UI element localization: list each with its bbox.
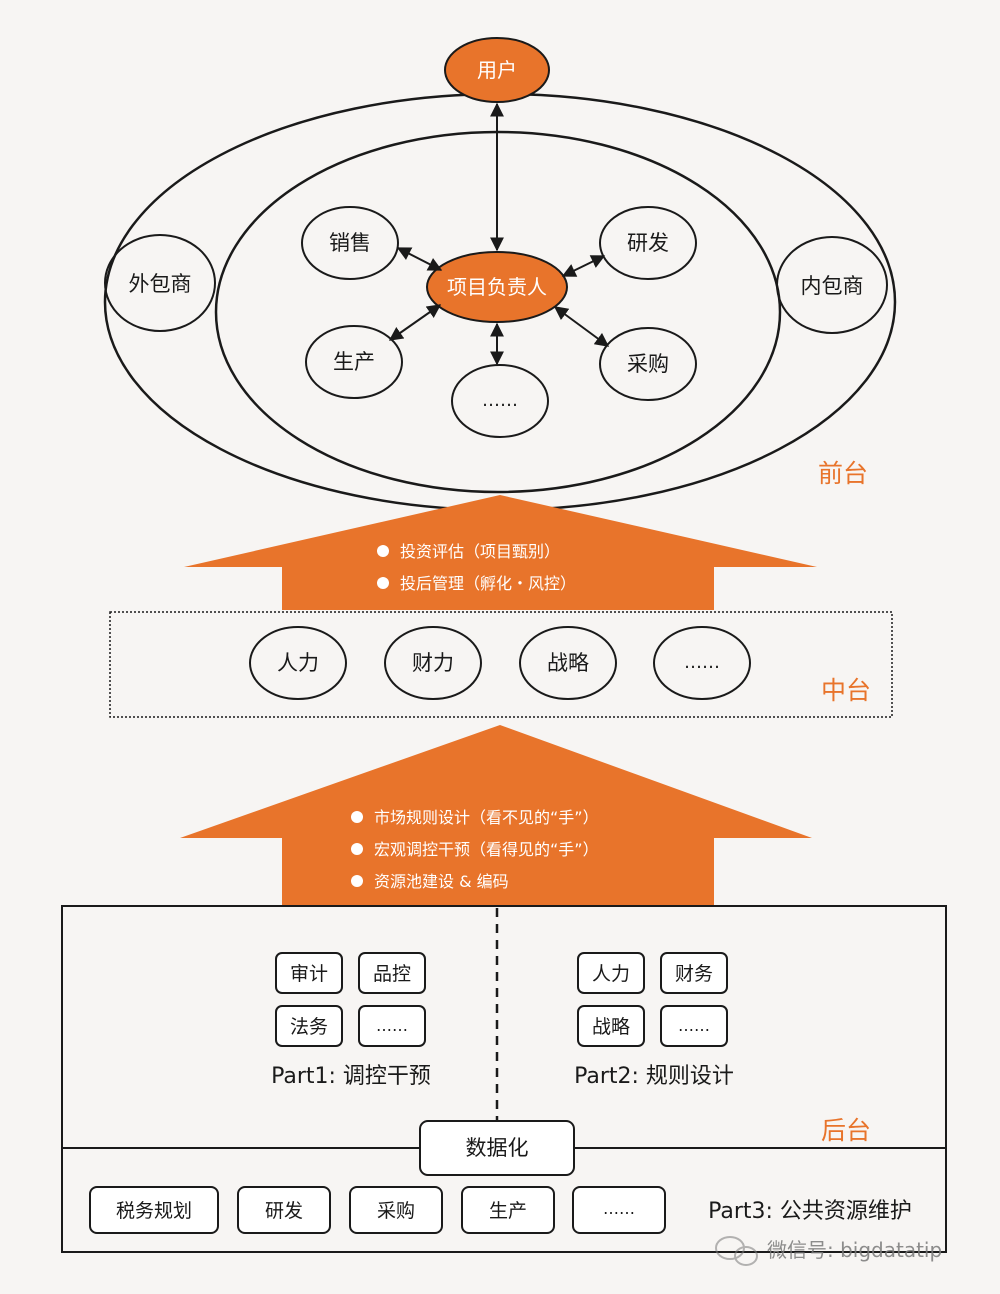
project-lead-node	[426, 251, 568, 323]
part3-box-4-label: 生产	[489, 1200, 527, 1222]
part3-box-3-label: 采购	[377, 1200, 415, 1222]
part1-box-3-label: 法务	[290, 1016, 328, 1038]
insourcer-node	[776, 236, 888, 334]
part3-box-1	[89, 1186, 219, 1234]
part2-box-1-label: 人力	[592, 963, 630, 985]
insourcer-label: 内包商	[801, 274, 864, 298]
part1-label: Part1: 调控干预	[271, 1064, 431, 1089]
part2-box-3-label: 战略	[592, 1016, 630, 1038]
middle-stage: 人力 财力 战略 …… 中台	[109, 611, 893, 718]
sales-node	[301, 206, 399, 280]
production-node	[305, 325, 403, 399]
bullet-dot	[351, 843, 363, 855]
wechat-icon	[715, 1236, 758, 1266]
watermark: 微信号: bigdatatip	[715, 1236, 942, 1266]
middle-stage-box	[109, 611, 893, 718]
middle-item-4	[653, 626, 751, 700]
part3-box-2-label: 研发	[265, 1200, 303, 1222]
part3-box-3	[349, 1186, 443, 1234]
bullet-dot	[351, 875, 363, 887]
user-node	[444, 37, 550, 103]
back-stage-label: 后台	[821, 1116, 871, 1145]
part1-box-2-label: 品控	[373, 963, 411, 985]
upper-bullet-1: 投资评估（项目甄别）	[400, 542, 560, 561]
rd-node	[599, 206, 697, 280]
lower-bullet-2: 宏观调控干预（看得见的“手”）	[374, 840, 599, 859]
front-stage-label: 前台	[818, 459, 868, 488]
middle-item-3-label: 战略	[547, 651, 589, 675]
upper-arrow: 投资评估（项目甄别） 投后管理（孵化・风控）	[184, 495, 817, 610]
production-label: 生产	[333, 350, 375, 374]
bullet-dot	[351, 811, 363, 823]
part1-box-2	[358, 952, 426, 994]
project-lead-label: 项目负责人	[447, 275, 547, 299]
front-stage: 用户 项目负责人 外包商 内包商 销售 研发 生产 采购 …… 前台	[103, 37, 897, 512]
part2-box-1	[577, 952, 645, 994]
sales-label: 销售	[329, 231, 371, 255]
part2-box-2	[660, 952, 728, 994]
rd-label: 研发	[627, 231, 669, 255]
digitization-label: 数据化	[466, 1136, 529, 1160]
middle-item-2-label: 财力	[412, 651, 454, 675]
upper-arrow-shape	[184, 495, 817, 610]
part1-box-1	[275, 952, 343, 994]
part3-box-5-label: ……	[603, 1199, 635, 1218]
middle-item-1-label: 人力	[277, 651, 319, 675]
bullet-dot	[377, 577, 389, 589]
more-label: ……	[482, 390, 518, 411]
part1-box-3	[275, 1005, 343, 1047]
part2-box-2-label: 财务	[675, 963, 713, 985]
purchase-node	[599, 327, 697, 401]
lower-bullet-1: 市场规则设计（看不见的“手”）	[374, 808, 599, 827]
middle-item-1	[249, 626, 347, 700]
arrow-lead-rd	[561, 255, 606, 277]
back-stage: 审计 品控 法务 …… Part1: 调控干预 人力 财务 战略 …… Part…	[61, 905, 947, 1253]
part1-box-1-label: 审计	[290, 963, 328, 985]
upper-bullet-2: 投后管理（孵化・风控）	[400, 574, 576, 593]
part2-box-3	[577, 1005, 645, 1047]
middle-item-2	[384, 626, 482, 700]
back-stage-box	[61, 905, 947, 1253]
part2-box-4-label: ……	[678, 1016, 710, 1035]
watermark-text: 微信号: bigdatatip	[767, 1238, 942, 1262]
arrow-lead-purchase	[553, 306, 610, 347]
part2-box-4	[660, 1005, 728, 1047]
user-label: 用户	[477, 58, 517, 82]
part3-box-5	[572, 1186, 666, 1234]
middle-item-3	[519, 626, 617, 700]
middle-item-4-label: ……	[684, 652, 720, 673]
part1-box-4	[358, 1005, 426, 1047]
part2-label: Part2: 规则设计	[574, 1064, 734, 1089]
lower-arrow: 市场规则设计（看不见的“手”） 宏观调控干预（看得见的“手”） 资源池建设 & …	[180, 725, 812, 905]
lower-bullet-3: 资源池建设 & 编码	[374, 872, 509, 891]
middle-stage-label: 中台	[821, 676, 871, 705]
part3-box-2	[237, 1186, 331, 1234]
digitization-box	[419, 1120, 575, 1176]
outsourcer-node	[104, 234, 216, 332]
part3-box-1-label: 税务规划	[116, 1200, 192, 1222]
purchase-label: 采购	[627, 352, 669, 376]
bullet-dot	[377, 545, 389, 557]
arrow-lead-production	[388, 304, 442, 341]
part3-box-4	[461, 1186, 555, 1234]
lower-arrow-shape	[180, 725, 812, 905]
outsourcer-label: 外包商	[129, 272, 192, 296]
arrow-lead-sales	[396, 247, 443, 271]
part3-label: Part3: 公共资源维护	[708, 1199, 912, 1224]
part1-box-4-label: ……	[376, 1016, 408, 1035]
